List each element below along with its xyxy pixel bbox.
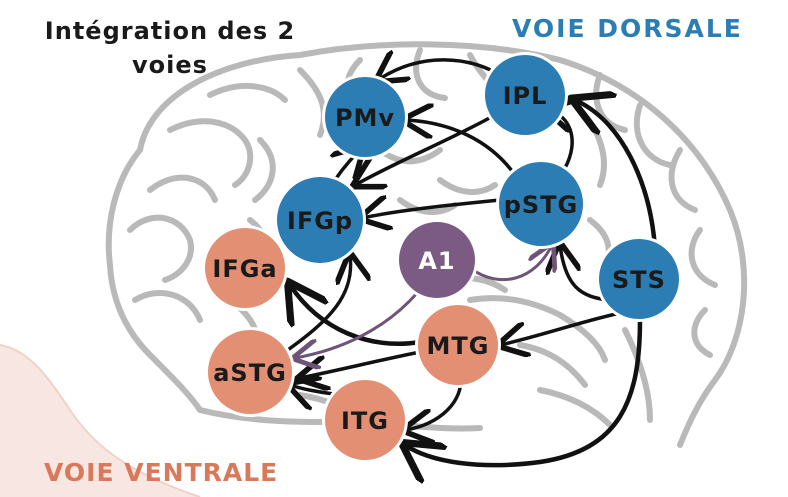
node-circle bbox=[485, 55, 565, 135]
node-circle bbox=[277, 177, 363, 263]
edge-sts-itg bbox=[405, 317, 643, 465]
node-circle bbox=[208, 330, 292, 414]
node-mtg: MTG bbox=[415, 302, 501, 388]
node-circle bbox=[325, 77, 405, 157]
node-label: IPL bbox=[503, 82, 548, 110]
node-label: pSTG bbox=[504, 191, 579, 219]
node-ifga: IFGa bbox=[202, 225, 288, 311]
diagram-title: Intégration des 2 voies bbox=[44, 17, 296, 79]
ventral-pathway-label: VOIE VENTRALE bbox=[44, 458, 279, 487]
node-circle bbox=[418, 305, 498, 385]
node-label: ITG bbox=[341, 407, 389, 435]
edge-a1-astg bbox=[295, 290, 420, 358]
node-label: PMv bbox=[335, 104, 395, 132]
node-circle bbox=[205, 228, 285, 308]
node-label: aSTG bbox=[213, 359, 287, 387]
edge-sts-ipl bbox=[575, 100, 658, 251]
node-ipl: IPL bbox=[482, 52, 568, 138]
edge-mtg-ifga bbox=[290, 285, 423, 346]
node-sts: STS bbox=[596, 236, 682, 322]
edge-sts-mtg bbox=[500, 310, 627, 345]
node-circle bbox=[599, 239, 679, 319]
node-circle bbox=[399, 222, 475, 298]
node-astg: aSTG bbox=[205, 327, 295, 417]
node-circle bbox=[325, 380, 405, 460]
node-pstg: pSTG bbox=[496, 159, 586, 249]
purple-connections bbox=[295, 245, 552, 358]
node-itg: ITG bbox=[322, 377, 408, 463]
edge-ipl-ifgp bbox=[355, 113, 497, 185]
node-label: A1 bbox=[418, 247, 455, 275]
edge-pstg-pmv bbox=[405, 120, 517, 177]
node-label: STS bbox=[612, 266, 666, 294]
edge-a1-pstg bbox=[468, 245, 552, 282]
dorsal-pathway-label: VOIE DORSALE bbox=[512, 14, 743, 43]
node-a1: A1 bbox=[396, 219, 478, 301]
node-label: IFGp bbox=[287, 207, 353, 235]
node-pmv: PMv bbox=[322, 74, 408, 160]
node-circle bbox=[499, 162, 583, 246]
node-ifgp: IFGp bbox=[274, 174, 366, 266]
edge-pstg-ifgp bbox=[362, 200, 502, 218]
ventral-background-wave-line bbox=[0, 344, 201, 497]
edge-astg-ifgp bbox=[283, 255, 351, 354]
edge-mtg-astg bbox=[300, 350, 422, 378]
node-label: IFGa bbox=[212, 255, 277, 283]
node-label: MTG bbox=[427, 332, 490, 360]
